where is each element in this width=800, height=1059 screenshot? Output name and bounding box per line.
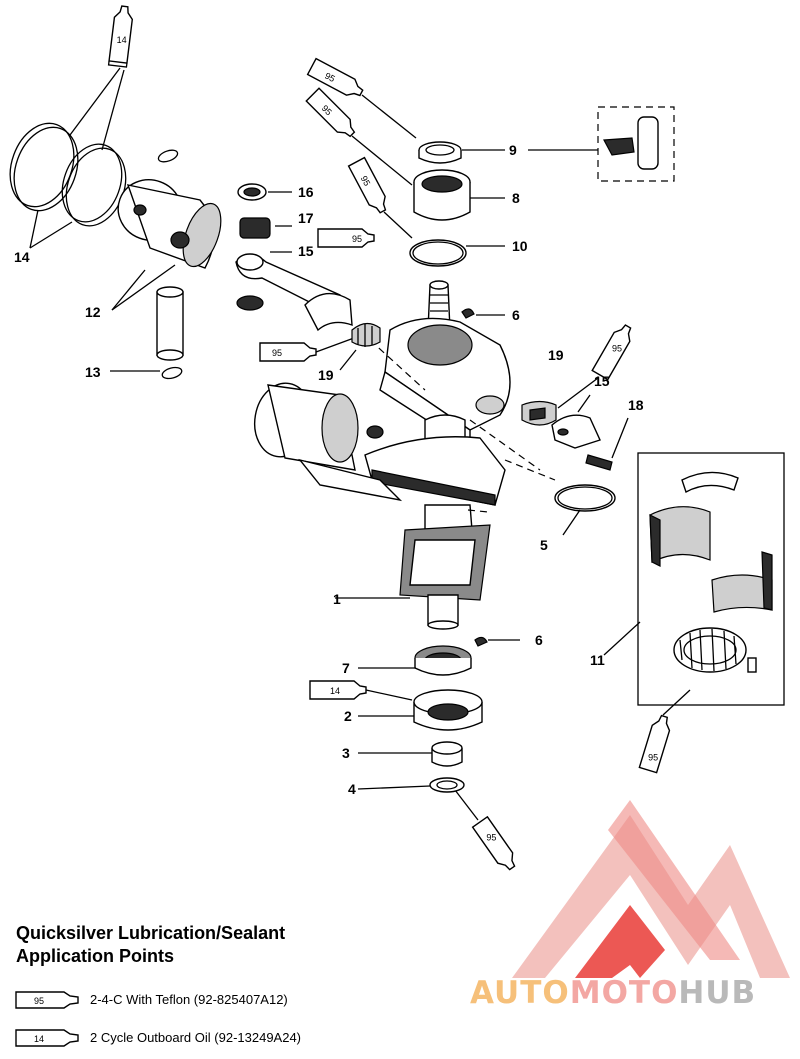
callout-7: 7 [342,660,350,676]
crankshaft [335,280,556,630]
legend-code: 95 [34,996,44,1006]
lower-ball-bearing [358,689,483,731]
retaining-ring [554,484,616,536]
legend-tube-95: 95 [15,991,79,1009]
rod-cap [551,394,601,449]
legend-item-oil: 2 Cycle Outboard Oil (92-13249A24) [90,1030,301,1045]
tube-95-c: 95 [347,156,413,239]
tube-label: 95 [359,174,373,188]
left-bearing-cage [339,322,381,371]
tube-label: 95 [486,833,496,843]
brand-hub: HUB [678,975,757,1011]
legend-text: 2-4-C With Teflon (92-825407A12) [90,992,288,1007]
tube-95-e: 95 [259,337,355,362]
callout-14: 14 [14,249,30,265]
tube-95-f: 95 [557,324,632,409]
tube-14-top: 14 [107,5,134,68]
right-bearing-half [521,400,557,426]
callout-8: 8 [512,190,520,206]
piston [111,149,222,311]
o-ring [409,239,505,267]
woodruff-key-upper [461,308,505,319]
lower-seal [358,645,472,676]
watermark-logo [512,800,790,978]
callout-19b: 19 [548,347,564,363]
callout-2: 2 [344,708,352,724]
callout-5: 5 [540,537,548,553]
needle-bearing [358,741,463,767]
callout-6b: 6 [535,632,543,648]
callout-9: 9 [509,142,517,158]
legend-title-line2: Application Points [16,946,175,966]
legend-title-line1: Quicksilver Lubrication/Sealant [16,923,286,943]
callout-11: 11 [590,652,605,668]
tube-label: 95 [272,348,282,358]
brand-moto: MOTO [569,975,679,1011]
callout-labels: 14 12 13 16 17 15 19 9 8 10 6 19 15 18 5… [14,142,644,797]
upper-bearing [413,169,505,221]
legend-code: 14 [34,1034,44,1044]
legend-title: Quicksilver Lubrication/Sealant Applicat… [16,922,285,968]
legend-item-teflon: 2-4-C With Teflon (92-825407A12) [90,992,288,1007]
callout-4: 4 [348,781,356,797]
callout-1: 1 [333,591,341,607]
rod-bolt [585,417,629,471]
piston-rings [9,67,127,249]
callout-13: 13 [85,364,101,380]
watermark-brand: AUTOMOTOHUB [470,975,756,1011]
callout-16: 16 [298,184,314,200]
callout-12: 12 [85,304,101,320]
piston-pin [110,286,184,380]
tube-label: 14 [330,686,340,696]
callout-15b: 15 [594,373,610,389]
tube-95-g: 95 [638,689,691,774]
connecting-rod [235,183,353,332]
callout-6a: 6 [512,307,520,323]
woodruff-key-lower [474,636,520,647]
upper-seal [418,141,505,164]
callout-3: 3 [342,745,350,761]
tube-label: 95 [648,753,658,763]
detail-box [528,106,675,182]
callout-10: 10 [512,238,528,254]
tube-95-b: 95 [305,87,413,186]
tube-label: 95 [323,71,337,85]
callout-19a: 19 [318,367,334,383]
callout-18: 18 [628,397,644,413]
tube-label: 95 [612,343,622,353]
tube-label: 14 [117,35,127,45]
tube-95-d: 95 [317,228,375,248]
tube-95-a: 95 [306,57,417,139]
legend-text: 2 Cycle Outboard Oil (92-13249A24) [90,1030,302,1045]
assembled-piston [253,382,403,502]
tube-95-h: 95 [454,789,516,871]
callout-17: 17 [298,210,314,226]
tube-14-bottom: 14 [309,680,413,701]
callout-15a: 15 [298,243,314,259]
thrust-washer [357,777,465,793]
brand-auto: AUTO [470,975,570,1011]
bearing-detail-box [603,452,785,706]
legend-tube-14: 14 [15,1029,79,1047]
tube-label: 95 [352,234,362,244]
